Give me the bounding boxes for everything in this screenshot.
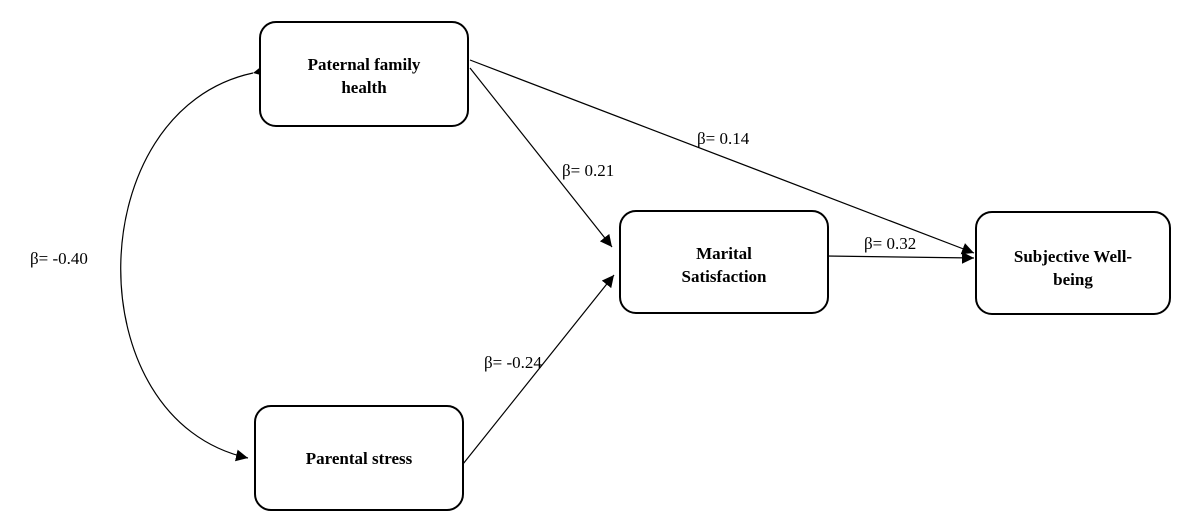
node-paternal-family-health: Paternal family health: [259, 21, 469, 127]
node-parental-stress: Parental stress: [254, 405, 464, 511]
covariance-arc: [120, 64, 266, 462]
node-marital-satisfaction: Marital Satisfaction: [619, 210, 829, 314]
edge-paternal-to-marital: [469, 67, 613, 248]
edge-paternal-to-wellbeing: [469, 59, 975, 255]
node-paternal-line1: Paternal family: [308, 55, 421, 74]
node-wellbeing-line1: Subjective Well-: [1014, 247, 1133, 266]
label-paternal-marital: β= 0.21: [562, 161, 614, 180]
node-wellbeing-line2: being: [1053, 270, 1093, 289]
label-marital-wellbeing: β= 0.32: [864, 234, 916, 253]
label-covariance: β= -0.40: [30, 249, 88, 268]
edge-stress-to-marital: [462, 274, 615, 465]
node-stress-line1: Parental stress: [306, 449, 413, 468]
node-marital-line1: Marital: [696, 244, 752, 263]
edge-marital-to-wellbeing: [825, 251, 975, 264]
node-paternal-line2: health: [341, 78, 387, 97]
node-subjective-wellbeing: Subjective Well- being: [975, 211, 1171, 315]
label-paternal-wellbeing: β= 0.14: [697, 129, 750, 148]
node-marital-line2: Satisfaction: [682, 267, 768, 286]
label-stress-marital: β= -0.24: [484, 353, 542, 372]
